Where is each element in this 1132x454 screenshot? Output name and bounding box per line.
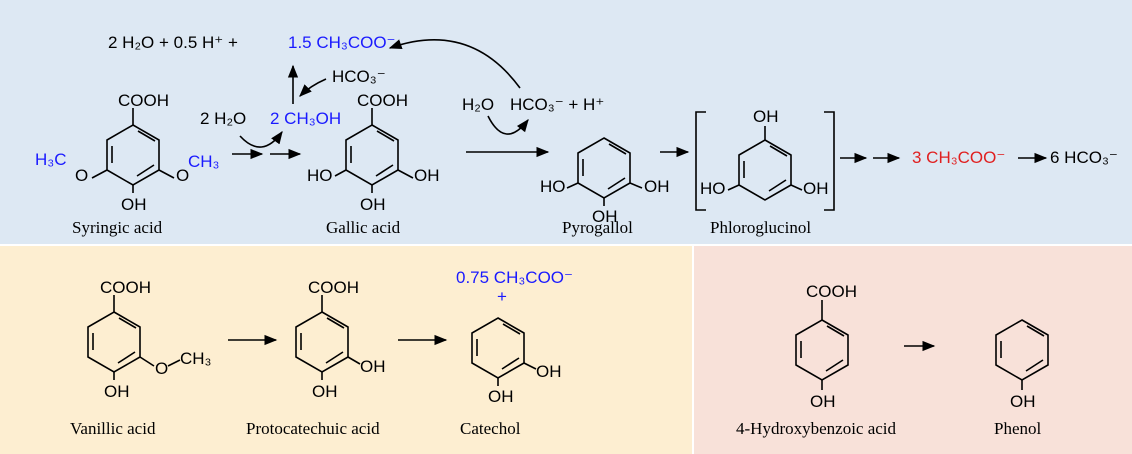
two-water: 2 H₂O [200, 109, 246, 128]
phloroglucinol-ho: HO [700, 179, 726, 198]
equation-prefix: 2 H₂O + 0.5 H⁺ + [108, 33, 238, 52]
equation-acetate: 1.5 CH₃COO⁻ [288, 33, 396, 52]
hydroxybenzoic-oh: OH [810, 392, 836, 411]
gallic-acid-structure [334, 108, 414, 193]
catechol-label: Catechol [460, 419, 521, 438]
phloroglucinol-label: Phloroglucinol [710, 218, 811, 237]
bottom-right-panel [694, 246, 1132, 454]
top-panel [0, 0, 1132, 244]
bicarbonate-top: HCO₃⁻ [332, 67, 386, 86]
catechol-acetate: 0.75 CH₃COO⁻ [456, 268, 573, 287]
protocatechuic-acid-structure [295, 295, 361, 380]
right-bracket [824, 111, 835, 211]
syringic-o-right: O [176, 166, 189, 185]
three-acetate: 3 CH₃COO⁻ [912, 148, 1005, 167]
catechol-structure [471, 317, 537, 386]
curved-arrow-decarboxylation [487, 115, 529, 135]
catechol-plus: + [497, 287, 507, 306]
catechol-oh-right: OH [536, 362, 562, 381]
gallic-cooh: COOH [357, 91, 408, 110]
vanillic-o: O [155, 359, 168, 378]
pyrogallol-oh-right: OH [644, 177, 670, 196]
pyrogallol-oh-bottom: OH [592, 207, 618, 226]
vanillic-ch3: CH₃ [180, 349, 211, 368]
six-bicarbonate: 6 HCO₃⁻ [1050, 148, 1118, 167]
gallic-oh-right: OH [414, 166, 440, 185]
vanillic-acid-label: Vanillic acid [70, 419, 156, 438]
vanillic-cooh: COOH [100, 278, 151, 297]
gallic-oh-bottom: OH [360, 195, 386, 214]
pyrogallol-structure [566, 137, 643, 206]
syringic-cooh: COOH [118, 91, 169, 110]
syringic-ch3: CH₃ [188, 152, 219, 171]
protocatechuic-oh-right: OH [360, 357, 386, 376]
phenol-structure [995, 319, 1049, 390]
syringic-o-left: O [75, 166, 88, 185]
gallic-ho: HO [307, 166, 333, 185]
phloroglucinol-oh-right: OH [803, 179, 829, 198]
phenol-label: Phenol [994, 419, 1042, 438]
protocatechuic-acid-label: Protocatechuic acid [246, 419, 380, 438]
syringic-acid-structure [91, 108, 175, 193]
bicarbonate-proton: HCO₃⁻ + H⁺ [510, 95, 604, 114]
left-bracket [695, 111, 706, 211]
syringic-acid-label: Syringic acid [72, 218, 163, 237]
hydroxybenzoic-cooh: COOH [806, 282, 857, 301]
pyrogallol-ho: HO [540, 177, 566, 196]
vanillic-methoxy-bond [167, 359, 181, 367]
hydroxybenzoic-acid-structure [795, 300, 849, 390]
phloroglucinol-structure [727, 126, 803, 201]
pyrogallol-label: Pyrogallol [562, 218, 633, 237]
catechol-oh-bottom: OH [488, 387, 514, 406]
arrow-recycle-bicarbonate [388, 39, 521, 89]
vanillic-acid-structure [87, 295, 155, 380]
water: H₂O [462, 95, 494, 114]
protocatechuic-cooh: COOH [308, 278, 359, 297]
curved-arrow-bicarbonate [299, 78, 327, 97]
phloroglucinol-oh-top: OH [753, 107, 779, 126]
gallic-acid-label: Gallic acid [326, 218, 401, 237]
two-methanol: 2 CH₃OH [270, 109, 341, 128]
hydroxybenzoic-acid-label: 4-Hydroxybenzoic acid [736, 419, 897, 438]
phenol-oh: OH [1010, 392, 1036, 411]
curved-arrow-water-in [239, 130, 283, 148]
syringic-h3c: H₃C [35, 150, 66, 169]
bottom-left-panel [0, 246, 692, 454]
vanillic-oh: OH [104, 382, 130, 401]
syringic-oh: OH [121, 195, 147, 214]
protocatechuic-oh-bottom: OH [312, 382, 338, 401]
